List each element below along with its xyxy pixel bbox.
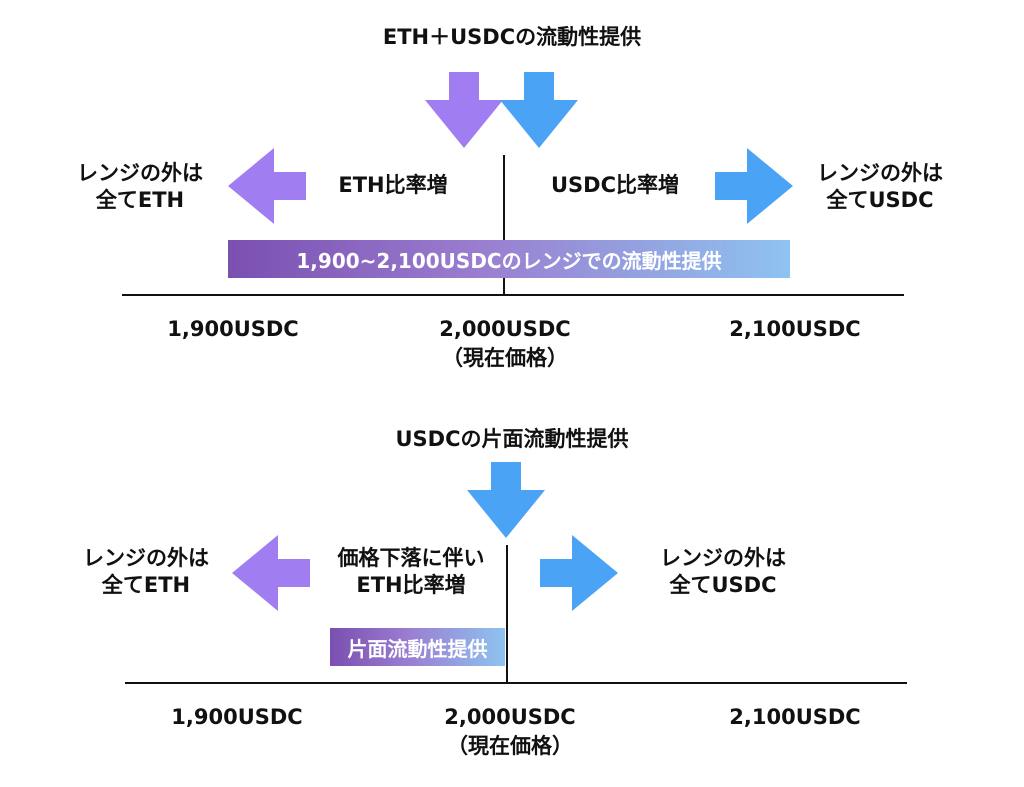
- bottom-title: USDCの片面流動性提供: [395, 427, 629, 451]
- top-left-ratio-label: ETH比率増: [338, 173, 448, 197]
- purple-down-arrow-icon: [425, 72, 503, 148]
- top-left-outside-text: レンジの外は 全てETH: [77, 161, 203, 213]
- blue-down-arrow-icon: [500, 72, 578, 148]
- top-range-band: 1,900~2,100USDCのレンジでの流動性提供: [228, 240, 790, 278]
- bottom-right-outside-text: レンジの外は 全てUSDC: [660, 546, 786, 598]
- blue-down-arrow-icon: [467, 462, 545, 538]
- top-price-axis: [122, 294, 904, 296]
- top-title: ETH＋USDCの流動性提供: [382, 25, 642, 49]
- top-tick-mid: 2,000USDC: [439, 317, 571, 341]
- bottom-current-price-line: [506, 545, 508, 683]
- bottom-tick-mid: 2,000USDC: [444, 705, 576, 729]
- bottom-range-band: 片面流動性提供: [330, 628, 505, 666]
- bottom-tick-low: 1,900USDC: [171, 705, 303, 729]
- top-tick-mid-note: （現在価格）: [442, 346, 568, 370]
- top-right-outside-text: レンジの外は 全てUSDC: [817, 161, 943, 213]
- blue-right-arrow-icon: [715, 148, 793, 224]
- bottom-price-axis: [125, 682, 907, 684]
- purple-left-arrow-icon: [232, 535, 310, 611]
- top-tick-high: 2,100USDC: [729, 317, 861, 341]
- purple-left-arrow-icon: [228, 148, 306, 224]
- top-tick-low: 1,900USDC: [167, 317, 299, 341]
- bottom-left-ratio-label: 価格下落に伴い ETH比率増: [337, 546, 485, 598]
- top-current-price-line: [503, 155, 505, 295]
- bottom-tick-high: 2,100USDC: [729, 705, 861, 729]
- bottom-tick-mid-note: （現在価格）: [447, 734, 573, 758]
- blue-right-arrow-icon: [540, 535, 618, 611]
- top-right-ratio-label: USDC比率増: [550, 173, 680, 197]
- bottom-left-outside-text: レンジの外は 全てETH: [83, 546, 209, 598]
